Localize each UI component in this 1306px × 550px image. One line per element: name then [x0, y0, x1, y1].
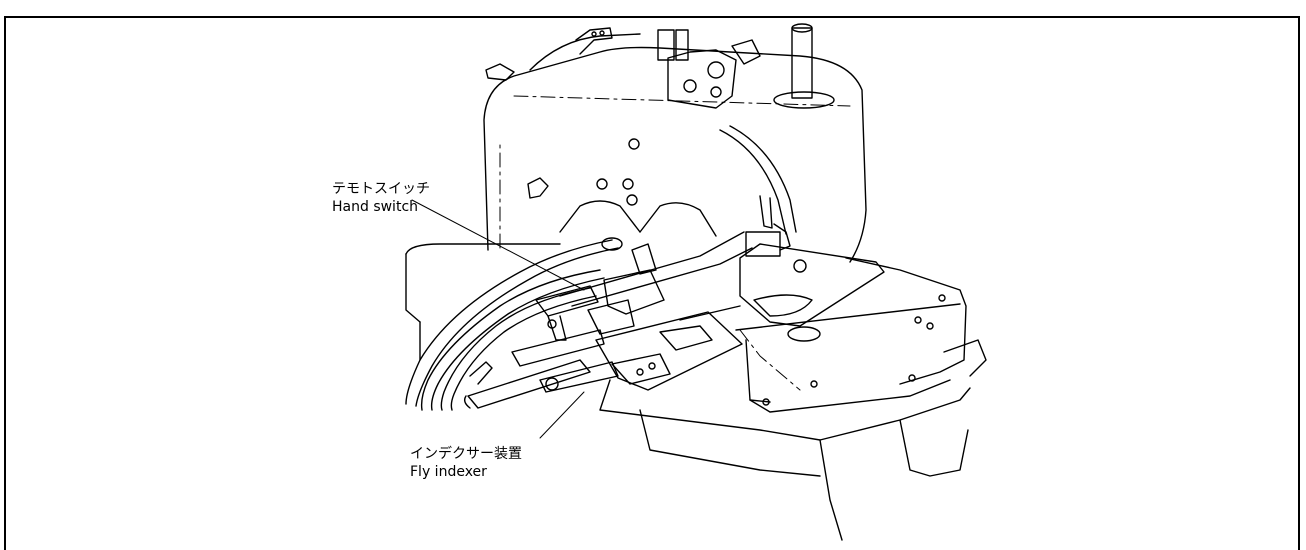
hand-switch-leader	[411, 199, 585, 291]
figure-frame	[4, 16, 1300, 550]
fly-indexer-label-en: Fly indexer	[410, 464, 487, 480]
fly-indexer-label-jp: インデクサー装置	[410, 446, 522, 462]
fly-indexer-label: インデクサー装置 Fly indexer	[410, 445, 522, 481]
clamp-plate	[559, 231, 753, 391]
hand-switch-label: テモトスイッチ Hand switch	[332, 180, 430, 216]
air-hoses	[405, 237, 623, 411]
indexer-plate	[739, 195, 885, 327]
hand-switch-label-jp: テモトスイッチ	[332, 181, 430, 197]
tension-unit	[485, 23, 835, 109]
hand-switch-label-en: Hand switch	[332, 199, 419, 215]
machine-bed	[405, 243, 987, 541]
fly-indexer-leader	[539, 391, 585, 439]
leader-lines	[411, 199, 585, 439]
machine-head	[483, 33, 867, 263]
